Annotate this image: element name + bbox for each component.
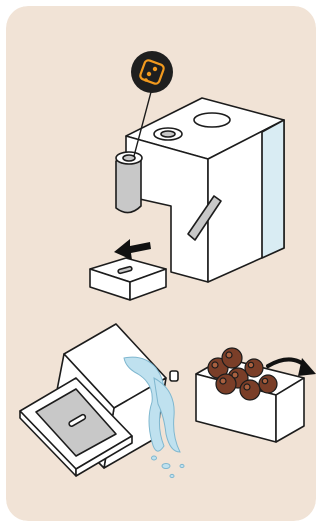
- instruction-card: [6, 6, 316, 521]
- descaling-drops-icon: [131, 51, 173, 93]
- top-plate: [194, 113, 230, 127]
- water-tank: [262, 120, 284, 258]
- illustration: [6, 6, 316, 521]
